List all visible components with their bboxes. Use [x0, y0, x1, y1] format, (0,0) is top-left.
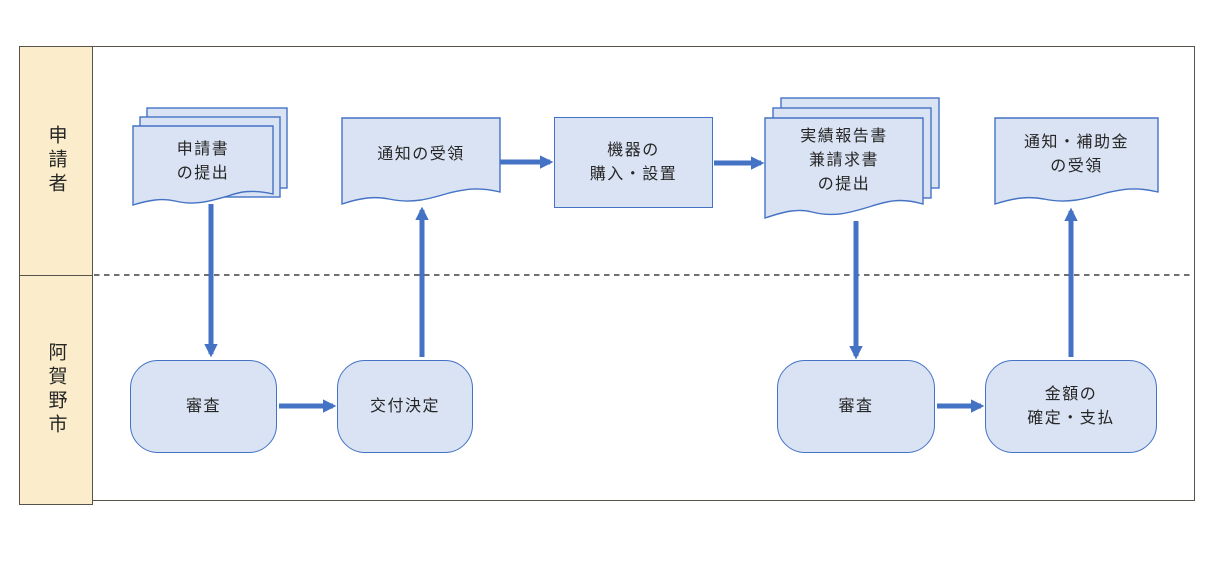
document-shape-submit-report	[764, 117, 924, 219]
lane-label-applicant: 申請者	[45, 125, 67, 197]
node-review-2: 審査	[777, 360, 935, 453]
document-shape-submit-application	[132, 125, 274, 206]
node-receive-subsidy: 通知・補助金 の受領	[1023, 134, 1129, 175]
node-submit-application: 申請書 の提出	[176, 141, 230, 182]
document-shape-receive-subsidy	[994, 117, 1159, 205]
lane-label-city: 阿賀野市	[45, 342, 67, 438]
document-shape-receive-notice	[341, 117, 501, 205]
node-submit-report: 実績報告書 兼請求書 の提出	[800, 128, 888, 193]
lane-header-applicant: 申請者	[20, 47, 92, 276]
node-receive-notice: 通知の受領	[377, 146, 465, 163]
node-purchase-install: 機器の 購入・設置	[554, 117, 713, 208]
document-shapes	[132, 97, 1159, 219]
node-review-1: 審査	[130, 360, 277, 453]
node-grant-decision: 交付決定	[337, 360, 473, 453]
lane-header-column: 申請者 阿賀野市	[19, 46, 93, 505]
node-confirm-payment: 金額の 確定・支払	[985, 360, 1157, 453]
lane-header-city: 阿賀野市	[20, 276, 92, 504]
flow-arrows	[204, 155, 1078, 413]
